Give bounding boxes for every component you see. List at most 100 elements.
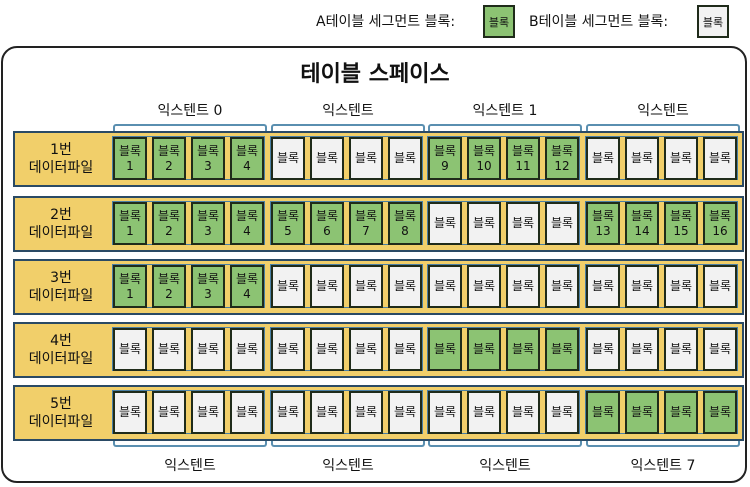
block-word: 블록	[511, 342, 535, 356]
extent-frame	[585, 136, 738, 180]
table-b-block: 블록	[664, 265, 698, 308]
block-number: 10	[476, 158, 492, 173]
table-b-block: 블록	[152, 328, 186, 371]
table-b-block: 블록	[506, 391, 540, 434]
extent-bracket-bottom	[271, 440, 425, 447]
block-word: 블록	[669, 342, 693, 356]
block-word: 블록	[472, 405, 496, 419]
block-word: 블록	[118, 208, 142, 223]
block-word: 블록	[393, 151, 417, 165]
extent-frame	[112, 136, 265, 180]
legend-a-swatch: 블록	[483, 5, 515, 38]
table-a-block: 블록	[586, 391, 620, 434]
table-b-block: 블록	[586, 265, 620, 308]
block-word: 블록	[315, 151, 339, 165]
extent-bracket-top	[113, 124, 267, 131]
block-word: 블록	[157, 271, 181, 286]
datafile-number: 3번	[50, 270, 72, 286]
block-word: 블록	[630, 405, 654, 419]
extent-frame	[270, 327, 423, 371]
table-b-block: 블록	[467, 391, 501, 434]
block-number: 9	[441, 158, 449, 173]
block-number: 13	[595, 223, 611, 238]
extent-frame	[270, 264, 423, 308]
table-b-block: 블록	[428, 202, 462, 245]
extent-label-top: 익스텐트	[322, 103, 374, 119]
block-word: 블록	[354, 208, 378, 223]
extent-frame	[270, 390, 423, 434]
block-word: 블록	[591, 279, 615, 293]
block-word: 블록	[708, 405, 732, 419]
block-number: 3	[204, 223, 212, 238]
datafile-number: 1번	[50, 142, 72, 158]
block-word: 블록	[472, 216, 496, 230]
block-word: 블록	[630, 151, 654, 165]
table-b-block: 블록	[349, 328, 383, 371]
block-word: 블록	[354, 151, 378, 165]
block-word: 블록	[511, 143, 535, 158]
table-b-block: 블록	[113, 391, 147, 434]
table-b-block: 블록	[545, 265, 579, 308]
block-word: 블록	[196, 342, 220, 356]
table-a-block: 블록	[703, 391, 737, 434]
block-word: 블록	[591, 208, 615, 223]
table-b-block: 블록	[625, 137, 659, 180]
extent-frame	[427, 390, 580, 434]
datafile-number: 2번	[50, 207, 72, 223]
table-b-block: 블록	[467, 265, 501, 308]
block-number: 12	[554, 158, 570, 173]
extent-frame	[427, 327, 580, 371]
table-b-block: 블록	[586, 328, 620, 371]
table-b-block: 블록	[586, 137, 620, 180]
block-word: 블록	[276, 208, 300, 223]
datafile-number: 4번	[50, 333, 72, 349]
block-word: 블록	[433, 342, 457, 356]
block-word: 블록	[433, 216, 457, 230]
block-word: 블록	[315, 405, 339, 419]
table-b-block: 블록	[271, 391, 305, 434]
table-b-block: 블록	[271, 137, 305, 180]
table-b-block: 블록	[349, 137, 383, 180]
table-b-block: 블록	[664, 328, 698, 371]
legend-b-swatch: 블록	[697, 5, 729, 38]
block-word: 블록	[708, 342, 732, 356]
table-b-block: 블록	[191, 328, 225, 371]
block-word: 블록	[630, 279, 654, 293]
block-word: 블록	[630, 208, 654, 223]
extent-label-top: 익스텐트	[637, 103, 689, 119]
block-word: 블록	[276, 342, 300, 356]
extent-label-bottom: 익스텐트	[164, 458, 216, 474]
block-word: 블록	[669, 405, 693, 419]
table-b-block: 블록	[664, 137, 698, 180]
block-word: 블록	[393, 208, 417, 223]
table-b-block: 블록	[230, 328, 264, 371]
block-word: 블록	[118, 405, 142, 419]
table-b-block: 블록	[271, 328, 305, 371]
block-word: 블록	[157, 342, 181, 356]
block-word: 블록	[669, 151, 693, 165]
table-b-block: 블록	[506, 202, 540, 245]
block-number: 8	[401, 223, 409, 238]
block-word: 블록	[276, 279, 300, 293]
block-word: 블록	[511, 216, 535, 230]
block-word: 블록	[591, 405, 615, 419]
table-b-block: 블록	[310, 265, 344, 308]
